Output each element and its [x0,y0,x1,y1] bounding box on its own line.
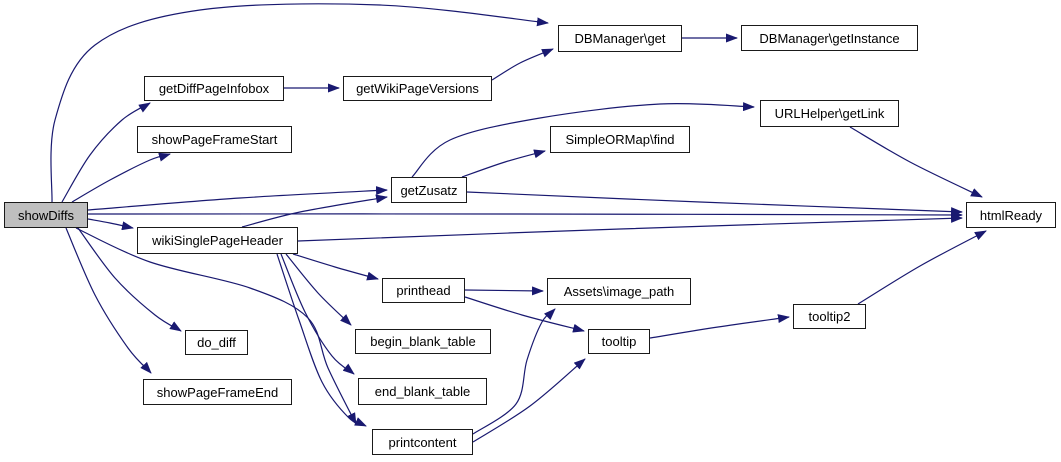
node-begin-blank-table[interactable]: begin_blank_table [355,329,491,354]
node-getdiffpageinfobox[interactable]: getDiffPageInfobox [144,76,284,101]
edge-showdiffs-to-printcontent [75,227,357,425]
edge-getzusatz-to-urlhelper-getlink [411,102,755,178]
node-showdiffs[interactable]: showDiffs [4,202,88,228]
edge-showdiffs-to-getzusatz [87,186,388,211]
edge-wikisinglepageheader-to-getzusatz [241,194,388,228]
node-showpageframestart[interactable]: showPageFrameStart [137,126,292,153]
edge-getwikipageversions-to-dbmanager-get [491,48,554,81]
edge-printcontent-to-assets-image-path [472,308,556,435]
node-dbmanager-get[interactable]: DBManager\get [558,25,682,52]
edge-showdiffs-to-dbmanager-get [50,3,549,203]
edge-wikisinglepageheader-to-end-blank-table [280,253,355,375]
node-getzusatz[interactable]: getZusatz [391,177,467,203]
node-tooltip2[interactable]: tooltip2 [793,304,866,329]
edge-printhead-to-tooltip [464,296,585,333]
node-printcontent[interactable]: printcontent [372,429,473,455]
node-dbmanager-getinstance[interactable]: DBManager\getInstance [741,25,918,51]
node-do-diff[interactable]: do_diff [185,330,248,355]
edge-showdiffs-to-showpageframestart [71,152,171,203]
edge-tooltip-to-tooltip2 [649,314,790,339]
edge-wikisinglepageheader-to-htmlready [297,213,963,242]
edge-showdiffs-to-wikisinglepageheader [87,218,134,231]
edge-showdiffs-to-do-diff [77,227,182,332]
node-getwikipageversions[interactable]: getWikiPageVersions [343,76,492,101]
edge-getzusatz-to-simpleormap-find [461,149,546,178]
node-end-blank-table[interactable]: end_blank_table [358,378,487,405]
node-urlhelper-getlink[interactable]: URLHelper\getLink [760,100,899,127]
edge-showdiffs-to-showpageframeend [65,227,152,374]
edge-tooltip2-to-htmlready [857,230,987,305]
node-wikisinglepageheader[interactable]: wikiSinglePageHeader [137,227,298,254]
node-simpleormap-find[interactable]: SimpleORMap\find [550,126,690,153]
node-tooltip[interactable]: tooltip [588,329,650,354]
node-assets-image-path[interactable]: Assets\image_path [547,278,691,305]
edge-showdiffs-to-getdiffpageinfobox [61,102,151,203]
edge-showdiffs-to-htmlready [87,210,963,220]
edge-printcontent-to-tooltip [472,358,586,443]
node-showpageframeend[interactable]: showPageFrameEnd [143,379,292,405]
edge-wikisinglepageheader-to-printcontent [276,253,367,427]
node-printhead[interactable]: printhead [382,278,465,303]
edge-getzusatz-to-htmlready [466,191,963,217]
edge-wikisinglepageheader-to-begin-blank-table [285,253,352,326]
edge-wikisinglepageheader-to-printhead [292,253,379,281]
node-htmlready[interactable]: htmlReady [966,202,1056,228]
edge-urlhelper-getlink-to-htmlready [849,126,983,198]
edge-printhead-to-assets-image-path [464,286,544,296]
